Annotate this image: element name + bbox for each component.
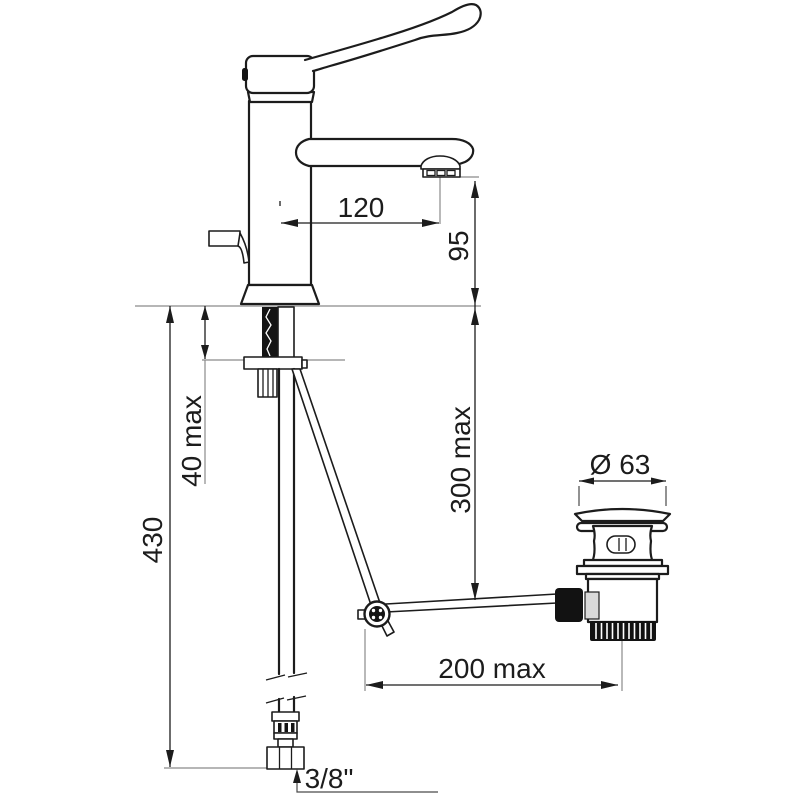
popup-rod-diagonal bbox=[291, 368, 381, 609]
waste-plug-cap bbox=[573, 507, 672, 523]
shank-thread-line bbox=[265, 308, 272, 357]
hose-break-mark bbox=[287, 672, 308, 678]
faucet-assembly bbox=[208, 3, 482, 770]
ball-joint-core bbox=[369, 606, 385, 622]
ball-joint-dot bbox=[378, 608, 383, 613]
dim-95-arrow-bottom bbox=[471, 288, 479, 305]
thread-ridges bbox=[595, 623, 652, 639]
dim-120-arrow-right bbox=[422, 219, 439, 227]
label-deck-thickness: 40 max bbox=[176, 395, 207, 487]
fitting-band bbox=[273, 732, 298, 740]
waste-flange bbox=[575, 564, 670, 576]
ball-joint-dot bbox=[371, 615, 376, 620]
dim-120-arrow-left bbox=[281, 219, 298, 227]
popup-linkage bbox=[357, 593, 558, 637]
dim-200-arrow-right bbox=[601, 681, 618, 689]
lever-handle-fill bbox=[305, 4, 481, 71]
faucet-base-skirt bbox=[239, 283, 321, 306]
extension-lines bbox=[135, 176, 623, 769]
head-index-dot bbox=[242, 68, 248, 81]
label-supply-thread: 3/8" bbox=[305, 763, 354, 794]
dim-300-arrow-bottom bbox=[471, 583, 479, 600]
label-hose-length: 430 bbox=[137, 517, 168, 564]
dim-430-arrow-top bbox=[166, 306, 174, 323]
callout-38-leader bbox=[296, 783, 438, 793]
label-rod-drop: 300 max bbox=[445, 406, 476, 513]
side-pull-knob-stem bbox=[237, 232, 250, 264]
waste-assembly bbox=[555, 507, 672, 641]
faucet-head bbox=[244, 54, 316, 95]
fitting-neck bbox=[277, 738, 294, 748]
hose-break-mark bbox=[286, 695, 307, 701]
aerator-dome bbox=[420, 155, 461, 170]
ball-joint-dot bbox=[378, 615, 383, 620]
dim-200-arrow-left bbox=[366, 681, 383, 689]
label-rod-reach: 200 max bbox=[438, 653, 545, 684]
shank-guide-tube bbox=[277, 306, 295, 359]
aerator-slot bbox=[446, 169, 456, 177]
dimension-labels: 120 95 40 max 300 max 430 200 max Ø 63 3… bbox=[137, 192, 650, 794]
dim-63-arrow-right bbox=[651, 477, 666, 485]
fitting-crimp-sleeve bbox=[271, 711, 300, 722]
supply-hex-nut bbox=[266, 746, 305, 770]
rod-clamp-knurled-nut bbox=[555, 588, 583, 622]
fitting-rib bbox=[291, 723, 295, 732]
fitting-rib bbox=[284, 723, 288, 732]
mounting-nut-plate bbox=[243, 356, 303, 370]
dim-40-arrow-top bbox=[201, 306, 209, 320]
dim-95-arrow-top bbox=[471, 181, 479, 198]
aerator-slot bbox=[426, 169, 436, 177]
waste-lever-slot bbox=[606, 535, 636, 554]
mounting-plate-tab bbox=[301, 359, 308, 369]
faucet-body bbox=[247, 99, 313, 287]
supply-hose bbox=[265, 367, 308, 714]
dim-300-arrow-top bbox=[471, 308, 479, 325]
rod-connector-block bbox=[584, 591, 600, 620]
dim-430-arrow-bottom bbox=[166, 750, 174, 767]
ball-joint-dot bbox=[371, 608, 376, 613]
dim-40-arrow-bottom bbox=[201, 345, 209, 359]
aerator-base bbox=[422, 168, 461, 178]
dim-63-arrow-left bbox=[579, 477, 594, 485]
aerator-slot bbox=[436, 169, 446, 177]
label-spout-reach: 120 bbox=[338, 192, 385, 223]
hose-break-mark bbox=[265, 674, 286, 681]
hose-end-fitting bbox=[266, 711, 305, 770]
label-waste-diameter: Ø 63 bbox=[590, 449, 651, 480]
horizontal-linkage-rod bbox=[385, 593, 558, 613]
label-outlet-height: 95 bbox=[443, 230, 474, 261]
callout-38-arrow bbox=[293, 769, 301, 783]
threaded-shank bbox=[262, 307, 278, 358]
hose-break-mark bbox=[265, 697, 285, 704]
lever-handle bbox=[303, 3, 482, 73]
fitting-rib bbox=[278, 723, 282, 732]
dimension-lines bbox=[166, 181, 667, 793]
side-pull-knob bbox=[208, 230, 241, 247]
